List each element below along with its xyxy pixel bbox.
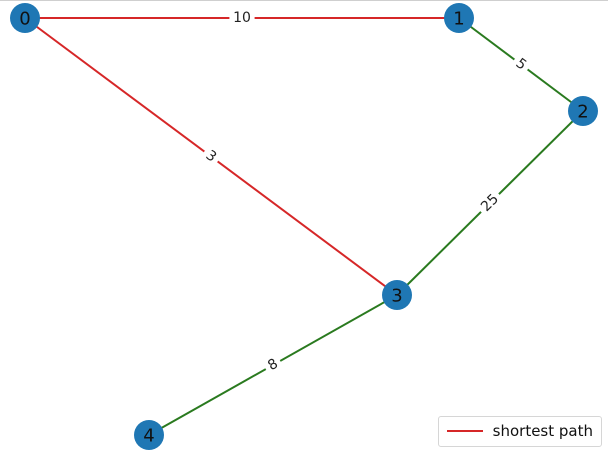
edge-weight-label: 10 (233, 10, 251, 26)
node-label-4: 4 (143, 426, 154, 447)
edge-label-3-4: 8 (261, 353, 285, 377)
node-2 (568, 96, 598, 126)
legend: shortest path (437, 416, 602, 447)
edge-label-background (198, 144, 224, 169)
node-label-0: 0 (19, 9, 30, 30)
node-label-2: 2 (577, 102, 588, 123)
legend-label: shortest path (492, 422, 593, 440)
node-label-1: 1 (453, 9, 464, 30)
node-label-3: 3 (391, 286, 402, 307)
top-border-line (0, 0, 608, 1)
edges-layer (24, 17, 584, 436)
nodes-layer: 0 1 2 3 4 (10, 3, 598, 450)
edge-label-0-1: 10 (229, 9, 255, 27)
edge-label-1-2: 5 (508, 52, 534, 77)
edge-label-background (229, 9, 255, 27)
node-1 (444, 3, 474, 33)
edge-label-background (474, 187, 506, 219)
edge-labels-layer: 10 3 5 25 8 (198, 9, 534, 377)
edge-label-background (261, 353, 285, 377)
edge-label-0-3: 3 (198, 144, 224, 169)
node-4 (134, 420, 164, 450)
node-0 (10, 3, 40, 33)
legend-line-swatch (446, 430, 483, 432)
edge-label-background (508, 52, 534, 77)
edge-label-2-3: 25 (474, 187, 506, 219)
node-3 (382, 280, 412, 310)
